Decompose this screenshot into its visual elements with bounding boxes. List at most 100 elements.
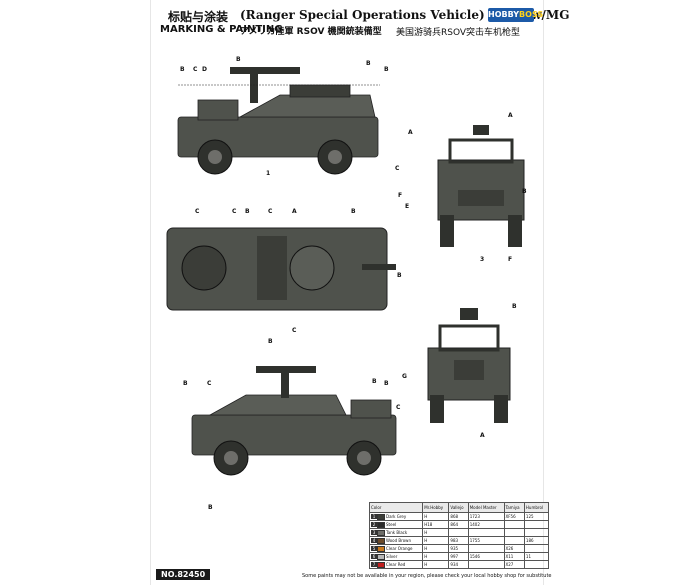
- color-code-mrhobby: H: [422, 552, 450, 561]
- callout-front-a: A: [508, 112, 513, 119]
- callout-rear-b: B: [512, 303, 517, 310]
- color-number: 7: [371, 562, 377, 567]
- callout-front-f: F: [398, 192, 403, 199]
- color-code-humbrol: 11: [523, 552, 550, 561]
- callout-front-b: B: [522, 188, 527, 195]
- side-view-top: [177, 67, 380, 175]
- color-swatch: [377, 529, 385, 536]
- callout-side-b3: B: [366, 60, 371, 67]
- subtitle-jp: アメリカ陸軍 RSOV 機関銃装備型: [240, 27, 382, 37]
- color-code-vallejo: 868: [448, 512, 469, 521]
- callout-side2-b2: B: [268, 338, 273, 345]
- color-code-mrhobby: H: [422, 512, 450, 521]
- callout-plan-c3: C: [268, 208, 273, 215]
- brand-logo: HOBBYBOSS: [488, 8, 543, 22]
- plan-view: [166, 227, 396, 311]
- callout-side-b4: B: [384, 66, 389, 73]
- color-number: 3: [371, 530, 377, 535]
- callout-front-3: 3: [480, 256, 485, 263]
- color-code-humbrol: [523, 520, 550, 529]
- color-name: Dark Grey: [386, 513, 407, 519]
- callout-side-d: D: [202, 66, 207, 73]
- callout-plan-c4: C: [292, 327, 297, 334]
- color-name: Wood Brown: [386, 537, 411, 543]
- subtitle-en: MARKING & PAINTING: [160, 24, 283, 35]
- callout-plan-a: A: [292, 208, 297, 215]
- callout-side-c2: C: [395, 165, 400, 172]
- title-en: (Ranger Special Operations Vehicle) RSOV…: [240, 8, 570, 22]
- color-swatch: [377, 545, 385, 552]
- callout-plan-c1: C: [195, 208, 200, 215]
- col-model-master: Model Master: [467, 502, 505, 513]
- color-swatch: [377, 521, 385, 528]
- callout-side-b2: B: [236, 56, 241, 63]
- color-code-mrhobby: H18: [422, 520, 450, 529]
- callout-plan-b: B: [245, 208, 250, 215]
- color-cell: 5 Clear Orange: [368, 544, 424, 553]
- callout-side-c: C: [193, 66, 198, 73]
- color-number: 4: [371, 538, 377, 543]
- side-view-bottom: [191, 366, 397, 476]
- color-code-vallejo: 983: [448, 536, 469, 545]
- color-code-tamiya: X26: [503, 544, 525, 553]
- color-code-mm: 1546: [467, 552, 505, 561]
- callout-side2-b5: B: [208, 504, 213, 511]
- col-mrhobby: Mr.Hobby: [422, 502, 450, 513]
- color-code-mm: 1755: [467, 536, 505, 545]
- color-code-mrhobby: H: [422, 536, 450, 545]
- color-table: Color Mr.Hobby Vallejo Model Master Tami…: [368, 502, 550, 569]
- color-name: Steel: [386, 521, 397, 527]
- callout-side-a: A: [408, 129, 413, 136]
- callout-front-f2: F: [508, 256, 513, 263]
- callout-rear-g: G: [402, 373, 407, 380]
- callout-side-1: 1: [266, 170, 271, 177]
- color-table-header: Color Mr.Hobby Vallejo Model Master Tami…: [368, 502, 550, 513]
- callout-side2-b3: B: [372, 378, 377, 385]
- color-code-mm: [467, 560, 505, 569]
- paint-note: Some paints may not be available in your…: [302, 573, 552, 579]
- color-cell: 4 Wood Brown: [368, 536, 424, 545]
- color-code-humbrol: [523, 560, 550, 569]
- color-number: 2: [371, 522, 377, 527]
- color-cell: 3 Tank Black: [368, 528, 424, 537]
- color-name: Tank Black: [386, 529, 408, 535]
- callout-plan-c2: C: [232, 208, 237, 215]
- color-swatch: [377, 513, 385, 520]
- color-code-tamiya: XF56: [503, 512, 525, 521]
- color-code-mm: 1402: [467, 520, 505, 529]
- color-code-tamiya: X27: [503, 560, 525, 569]
- color-cell: 2 Steel: [368, 520, 424, 529]
- col-vallejo: Vallejo: [448, 502, 469, 513]
- color-cell: 1 Dark Grey: [368, 512, 424, 521]
- rear-view: [427, 308, 511, 423]
- color-swatch: [377, 537, 385, 544]
- callout-side2-b4: B: [384, 380, 389, 387]
- callout-front-e: E: [405, 203, 410, 210]
- color-row: 3 Tank Black H: [368, 528, 550, 537]
- brand-accent: BOSS: [519, 10, 544, 19]
- color-code-mm: 1723: [467, 512, 505, 521]
- brand-main: HOBBY: [488, 10, 520, 19]
- color-cell: 7 Clear Red: [368, 560, 424, 569]
- col-humbrol: Humbrol: [523, 502, 550, 513]
- callout-side-b1: B: [180, 66, 185, 73]
- color-code-tamiya: X11: [503, 552, 525, 561]
- part-number: NO.82450: [156, 569, 211, 580]
- col-tamiya: Tamiya: [503, 502, 525, 513]
- color-code-vallejo: [448, 528, 469, 537]
- color-code-humbrol: 125: [523, 512, 550, 521]
- color-name: Clear Red: [386, 561, 406, 567]
- color-number: 5: [371, 546, 377, 551]
- callout-side2-b1: B: [183, 380, 188, 387]
- color-name: Clear Orange: [386, 545, 413, 551]
- color-code-humbrol: [523, 544, 550, 553]
- color-code-mrhobby: H: [422, 528, 450, 537]
- color-number: 6: [371, 554, 377, 559]
- color-code-mrhobby: H: [422, 560, 450, 569]
- color-number: 1: [371, 514, 377, 519]
- color-code-vallejo: 997: [448, 552, 469, 561]
